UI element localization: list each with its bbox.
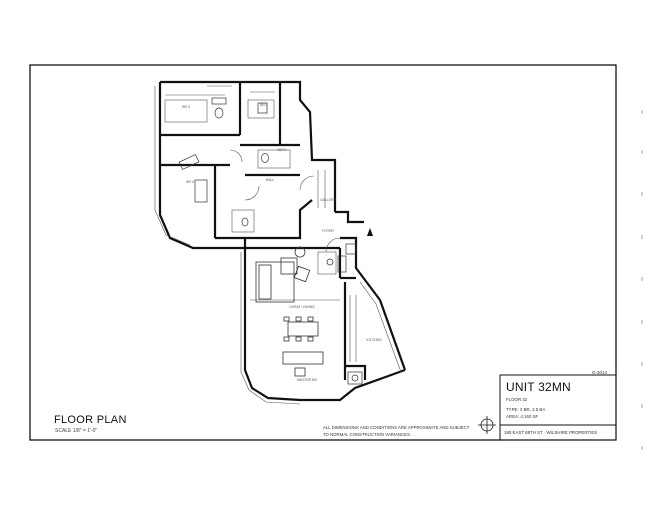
disclaimer-line-1: ALL DIMENSIONS AND CONDITIONS ARE APPROX… <box>323 425 470 430</box>
room-label: FOYER <box>322 229 334 233</box>
lower-wing-thin-lines <box>240 237 402 405</box>
room-label: BR 2 <box>260 103 268 107</box>
upper-fixtures <box>178 97 269 227</box>
title-block-frame <box>499 374 617 441</box>
room-label: GALLERY <box>320 198 336 202</box>
unit-type: TYPE: 3 BR, 3.5 BA <box>506 407 546 412</box>
room-label: BR 3 <box>182 105 190 109</box>
unit-title: UNIT 32MN <box>506 380 571 394</box>
sheet-frame <box>29 64 617 441</box>
upper-wing-walls <box>158 80 364 250</box>
room-label: BATH <box>277 148 287 152</box>
disclaimer-line-2: TO NORMAL CONSTRUCTION VARIANCES. <box>323 432 412 437</box>
room-label: MASTER BR <box>297 378 317 382</box>
developer-line: 180 EAST 88TH ST · WILSHIRE PROPERTIES <box>504 430 598 435</box>
room-label: BR 4 <box>186 180 194 184</box>
unit-area: AREA: 4,160 SF <box>506 414 539 419</box>
living-furniture <box>255 246 334 377</box>
room-label: LIVING / DINING <box>289 305 315 309</box>
floor-plan-scale: SCALE 1/8" = 1'-0" <box>55 428 98 434</box>
unit-floor: FLOOR 32 <box>506 397 528 402</box>
room-label: KITCHEN <box>366 338 382 342</box>
upper-wing-thin-lines <box>154 85 326 246</box>
floor-plan-title: FLOOR PLAN <box>54 414 127 426</box>
disclaimer-note: ALL DIMENSIONS AND CONDITIONS ARE APPROX… <box>323 424 469 438</box>
north-arrow <box>367 228 373 236</box>
sheet-number: G-3014 <box>592 370 608 375</box>
compass-icon <box>478 416 496 434</box>
kitchen-fixtures <box>337 243 363 385</box>
lower-wing-walls <box>243 236 407 402</box>
room-label: HALL <box>265 178 275 182</box>
